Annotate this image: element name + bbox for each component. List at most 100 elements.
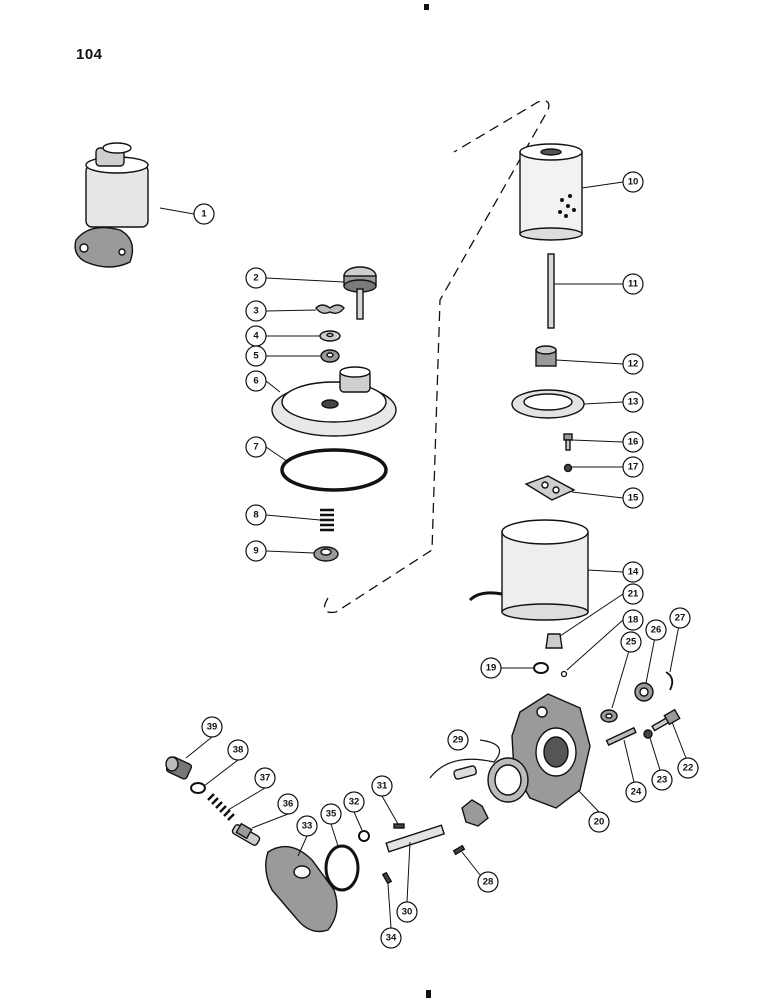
- callout-25: 25: [620, 631, 642, 653]
- page-number: 104: [76, 46, 103, 63]
- callout-10: 10: [622, 171, 644, 193]
- cover-33-illustration: [265, 845, 338, 933]
- callout-3: 3: [245, 300, 267, 322]
- svg-text:23: 23: [657, 775, 668, 786]
- svg-text:32: 32: [349, 797, 360, 808]
- valve-36-illustration: [231, 822, 261, 846]
- callout-28: 28: [477, 871, 499, 893]
- callout-29: 29: [447, 729, 469, 751]
- svg-text:22: 22: [683, 763, 694, 774]
- svg-text:11: 11: [628, 279, 639, 290]
- callout-15: 15: [622, 487, 644, 509]
- svg-text:12: 12: [628, 359, 639, 370]
- nut-12-illustration: [535, 345, 557, 367]
- fitting-21-illustration: [545, 633, 563, 649]
- reservoir-illustration: [468, 519, 589, 621]
- svg-text:1: 1: [201, 209, 207, 220]
- clip-27-illustration: [665, 671, 674, 691]
- svg-text:19: 19: [486, 663, 497, 674]
- callout-36: 36: [277, 793, 299, 815]
- svg-text:29: 29: [453, 735, 464, 746]
- callout-30: 30: [396, 901, 418, 923]
- o-ring-35-illustration: [324, 844, 360, 892]
- callout-17: 17: [622, 456, 644, 478]
- o-ring-7-illustration: [280, 448, 388, 492]
- svg-text:31: 31: [377, 781, 388, 792]
- callout-23: 23: [651, 769, 673, 791]
- svg-text:10: 10: [628, 177, 639, 188]
- svg-text:16: 16: [628, 437, 639, 448]
- pin-34-illustration: [381, 871, 393, 885]
- registration-mark-top: [424, 4, 429, 10]
- svg-text:27: 27: [675, 613, 686, 624]
- svg-text:14: 14: [628, 567, 639, 578]
- pump-body-illustration: [511, 693, 591, 809]
- dashed-assembly-line: [323, 100, 550, 614]
- svg-text:6: 6: [253, 376, 258, 387]
- gasket-15-illustration: [524, 475, 576, 501]
- callout-21: 21: [622, 583, 644, 605]
- lock-washer-23-illustration: [643, 729, 653, 739]
- svg-text:34: 34: [386, 933, 397, 944]
- lock-washer-17-illustration: [563, 463, 573, 473]
- svg-text:28: 28: [483, 877, 494, 888]
- ring-32-illustration: [358, 830, 370, 842]
- svg-text:4: 4: [253, 331, 259, 342]
- svg-text:39: 39: [207, 722, 218, 733]
- leader-lines: [159, 181, 687, 929]
- callout-31: 31: [371, 775, 393, 797]
- svg-text:9: 9: [253, 546, 258, 557]
- screw-16-illustration: [563, 433, 573, 451]
- washer-4-illustration: [319, 330, 341, 342]
- callout-26: 26: [645, 619, 667, 641]
- callout-7: 7: [245, 436, 267, 458]
- bolt-22-illustration: [651, 708, 681, 732]
- stud-24-illustration: [605, 726, 637, 746]
- callout-38: 38: [227, 739, 249, 761]
- callout-19: 19: [480, 657, 502, 679]
- svg-text:24: 24: [631, 787, 642, 798]
- callout-35: 35: [320, 803, 342, 825]
- callout-24: 24: [625, 781, 647, 803]
- filter-assembly-illustration: [74, 142, 149, 268]
- svg-text:26: 26: [651, 625, 662, 636]
- callout-9: 9: [245, 540, 267, 562]
- svg-text:25: 25: [626, 637, 637, 648]
- callout-16: 16: [622, 431, 644, 453]
- callout-34: 34: [380, 927, 402, 949]
- pin-28-illustration: [452, 844, 466, 856]
- knob-illustration: [343, 266, 377, 320]
- svg-text:8: 8: [253, 510, 258, 521]
- callout-20: 20: [588, 811, 610, 833]
- svg-text:33: 33: [302, 821, 313, 832]
- callout-11: 11: [622, 273, 644, 295]
- svg-text:13: 13: [628, 397, 639, 408]
- filter-element-illustration: [519, 143, 583, 241]
- o-ring-38-illustration: [190, 782, 206, 794]
- callout-22: 22: [677, 757, 699, 779]
- svg-text:5: 5: [253, 351, 259, 362]
- callout-32: 32: [343, 791, 365, 813]
- svg-text:38: 38: [233, 745, 244, 756]
- callout-13: 13: [622, 391, 644, 413]
- pin-31-illustration: [393, 823, 405, 829]
- callout-33: 33: [296, 815, 318, 837]
- callout-27: 27: [669, 607, 691, 629]
- callout-8: 8: [245, 504, 267, 526]
- svg-text:37: 37: [260, 773, 271, 784]
- spring-37-illustration: [207, 793, 235, 821]
- bushing-26-illustration: [634, 682, 654, 702]
- callout-12: 12: [622, 353, 644, 375]
- plug-39-illustration: [165, 756, 193, 780]
- shaft-illustration: [385, 824, 446, 853]
- svg-text:18: 18: [628, 615, 639, 626]
- callout-6: 6: [245, 370, 267, 392]
- o-ring-19-illustration: [533, 662, 549, 674]
- svg-text:21: 21: [628, 589, 639, 600]
- wing-nut-illustration: [315, 304, 345, 315]
- callout-1: 1: [193, 203, 215, 225]
- callout-39: 39: [201, 716, 223, 738]
- svg-text:3: 3: [253, 306, 258, 317]
- callout-2: 2: [245, 267, 267, 289]
